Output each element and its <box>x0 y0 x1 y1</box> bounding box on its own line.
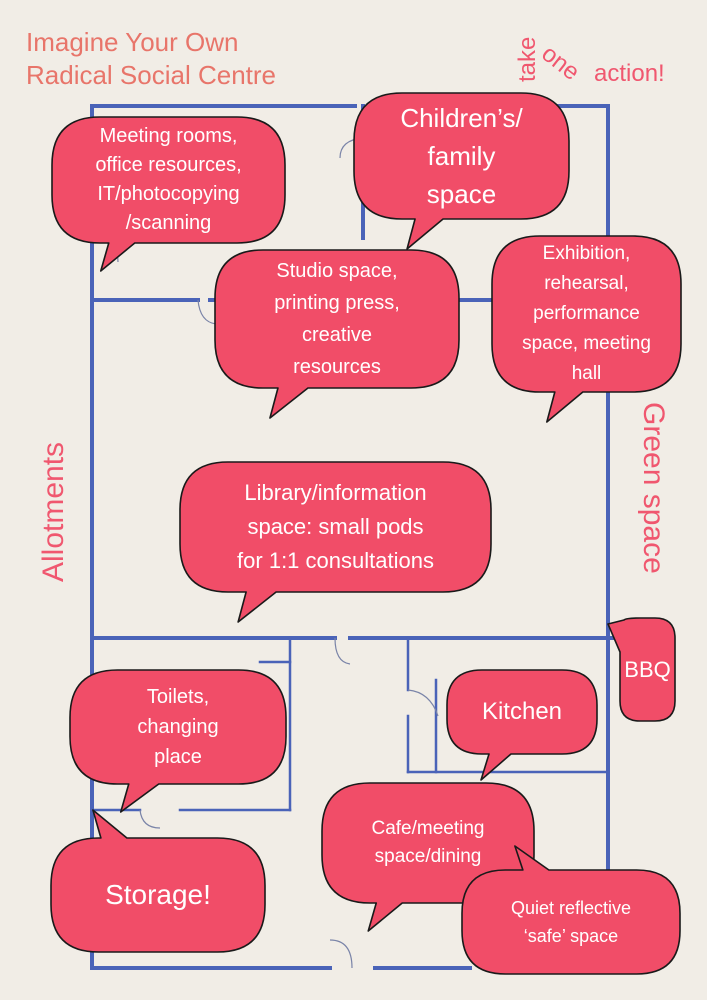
side-label-green-space: Green space <box>637 402 670 574</box>
door-arc-middle <box>334 637 351 665</box>
speech-bubbles <box>50 92 682 975</box>
title-line-2: Radical Social Centre <box>26 60 277 90</box>
bubble-meeting-rooms-shape <box>51 116 286 272</box>
page-title: Imagine Your Own Radical Social Centre <box>26 26 276 92</box>
bubble-childrens-space-shape <box>353 92 570 250</box>
bubble-childrens-space: Children’s/ family space <box>400 103 523 209</box>
bubble-kitchen-shape <box>446 669 598 781</box>
bubble-bbq-shape <box>607 617 676 722</box>
bubble-toilets: Toilets, changing place <box>137 686 219 768</box>
bubble-exhibition-shape <box>491 235 682 423</box>
door-arc-studio <box>197 299 217 325</box>
door-arc-storage <box>329 939 353 969</box>
bubble-toilets-shape <box>69 669 287 813</box>
bubble-studio-space-shape <box>214 249 460 419</box>
bubble-exhibition: Exhibition, rehearsal, performance space… <box>522 243 651 384</box>
bubble-meeting-rooms: Meeting rooms, office resources, IT/phot… <box>95 125 242 234</box>
bubble-storage: Storage! <box>105 879 211 910</box>
bubble-studio-space: Studio space, printing press, creative r… <box>274 260 400 378</box>
bubble-kitchen: Kitchen <box>481 698 563 725</box>
corner-word-action: action! <box>594 60 665 87</box>
bubble-bbq: BBQ <box>624 656 671 682</box>
bubble-library: Library/information space: small pods fo… <box>237 480 434 573</box>
bubble-quiet-space-shape <box>461 845 681 975</box>
door-arc-kitchen <box>407 689 439 717</box>
bubble-quiet-space: Quiet reflective ‘safe’ space <box>510 898 632 946</box>
bubble-library-shape <box>179 461 492 623</box>
title-line-1: Imagine Your Own <box>26 27 239 57</box>
door-arc-toilets <box>139 809 161 829</box>
bubble-storage-shape <box>50 809 266 953</box>
bubble-cafe: Cafe/meeting space/dining <box>371 818 485 867</box>
side-label-allotments: Allotments <box>37 441 70 582</box>
